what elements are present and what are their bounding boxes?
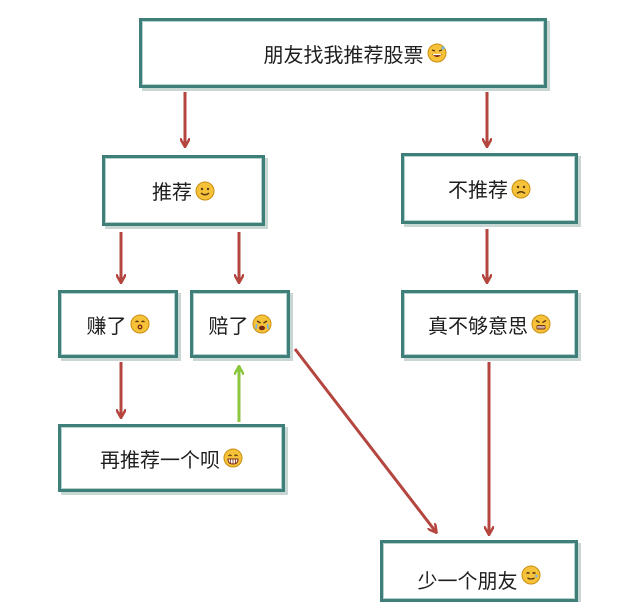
- node-one-less-friend: 少一个朋友: [380, 540, 578, 602]
- node-lost-label: 赔了: [208, 313, 249, 338]
- node-not-nice: 真不够意思: [401, 290, 578, 358]
- node-friend-asks: 朋友找我推荐股票: [139, 18, 547, 88]
- node-recommend-label: 推荐: [152, 180, 192, 204]
- smiling-face-icon: [195, 181, 215, 200]
- big-grin-face-icon: [223, 448, 243, 468]
- grinning-sweat-face-icon: [427, 43, 446, 63]
- node-recommend: 推荐: [102, 155, 265, 226]
- arrow-lost-to-one-less-friend: [293, 348, 436, 532]
- node-recommend-again-label: 再推荐一个呗: [100, 447, 220, 472]
- angry-face-icon: [531, 314, 551, 334]
- node-earned: 赚了: [58, 290, 178, 358]
- flow-arrows: [0, 92, 640, 588]
- node-not-nice-label: 真不够意思: [428, 313, 528, 338]
- sad-smile-face-icon: [521, 565, 540, 585]
- crying-face-icon: [252, 314, 271, 334]
- node-friend-asks-label: 朋友找我推荐股票: [263, 42, 424, 67]
- node-not-recommend: 不推荐: [401, 153, 578, 224]
- node-not-recommend-label: 不推荐: [448, 178, 508, 202]
- node-lost: 赔了: [190, 290, 290, 358]
- frowning-face-icon: [511, 179, 531, 198]
- node-one-less-friend-label: 少一个朋友: [417, 569, 518, 593]
- node-earned-label: 赚了: [86, 313, 127, 338]
- node-recommend-again: 再推荐一个呗: [58, 424, 285, 492]
- kissing-face-icon: [130, 314, 149, 334]
